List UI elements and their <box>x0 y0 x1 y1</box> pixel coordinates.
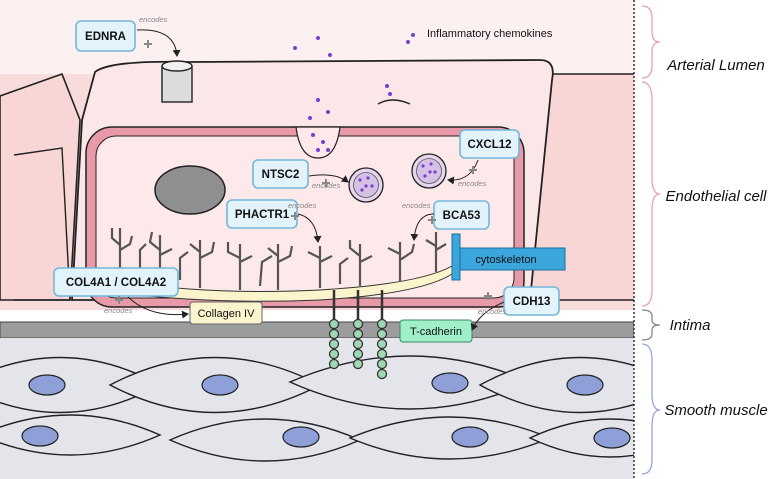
gene-ednra-label: EDNRA <box>85 31 126 43</box>
neighbor-cell-left <box>0 72 81 301</box>
tcadherin-label: T-cadherin <box>410 326 462 338</box>
region-lumen-label: Arterial Lumen <box>666 57 765 74</box>
smooth-muscle-cells <box>0 355 634 462</box>
gene-ntsc2-label: NTSC2 <box>262 169 300 181</box>
collagen-label-box: Collagen IV <box>189 301 263 325</box>
ntsc2-vesicle-icon <box>348 167 384 203</box>
region-intima-label: Intima <box>670 317 711 334</box>
encodes-labels: encodes encodes encodes encodes encodes … <box>104 15 507 316</box>
intima-layer <box>0 321 634 339</box>
gene-ednra: EDNRA <box>75 20 136 52</box>
gene-cdh13: CDH13 <box>503 286 560 316</box>
tcadherin-label-box: T-cadherin <box>399 319 473 343</box>
chemokines-label: Inflammatory chemokines <box>427 28 553 40</box>
collagen-label: Collagen IV <box>198 308 256 320</box>
gene-bca53-label: BCA53 <box>443 210 481 222</box>
chemokine-particles <box>293 33 415 152</box>
gene-phactr1-label: PHACTR1 <box>235 209 290 221</box>
encodes-cdh13: encodes <box>478 307 507 316</box>
encodes-bca53: encodes <box>402 201 431 210</box>
gene-col4a: COL4A1 / COL4A2 <box>53 267 179 297</box>
arrow-icon <box>127 29 505 331</box>
plus-icon <box>115 40 492 304</box>
cytoskeleton-label-box: cytoskeleton <box>459 247 566 271</box>
encodes-phactr1: encodes <box>288 201 317 210</box>
nucleus <box>154 165 226 215</box>
cxcl12-vesicle-icon <box>411 153 447 189</box>
actin-filaments <box>110 228 447 290</box>
encodes-ednra: encodes <box>139 15 168 24</box>
membrane-ruffle <box>377 99 411 105</box>
encodes-ntsc2: encodes <box>312 181 341 190</box>
gene-col4a-label: COL4A1 / COL4A2 <box>66 277 166 289</box>
smc-nuclei <box>21 372 631 449</box>
neighbor-cell-edge <box>13 147 71 301</box>
gene-ntsc2: NTSC2 <box>252 159 309 189</box>
receptor-icon <box>161 60 193 103</box>
smooth-muscle-layer <box>0 338 634 479</box>
brace-icon <box>641 5 661 475</box>
region-endothelial-label: Endothelial cell <box>666 188 768 205</box>
gene-cdh13-label: CDH13 <box>513 296 551 308</box>
chain-icon <box>328 290 388 380</box>
gene-phactr1: PHACTR1 <box>226 199 298 229</box>
gene-cxcl12: CXCL12 <box>459 129 520 159</box>
cytoskeleton-anchor <box>451 233 461 281</box>
gene-cxcl12-label: CXCL12 <box>467 139 511 151</box>
encodes-col4a: encodes <box>104 306 133 315</box>
cytoskeleton-label: cytoskeleton <box>475 254 536 266</box>
region-smooth-muscle-label: Smooth muscle <box>664 402 767 419</box>
gene-bca53: BCA53 <box>433 200 490 230</box>
encodes-cxcl12: encodes <box>458 179 487 188</box>
